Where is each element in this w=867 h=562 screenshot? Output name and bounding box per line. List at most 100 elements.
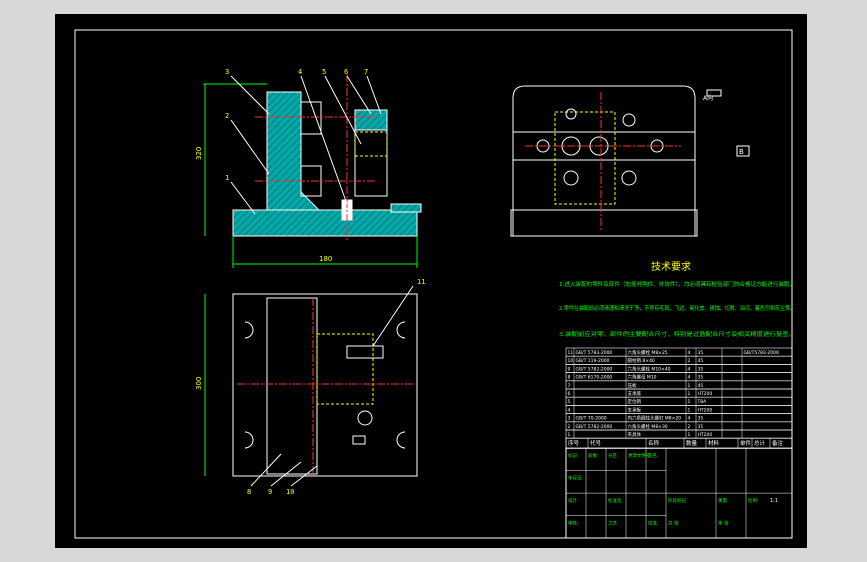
leader-5: [324, 75, 362, 145]
bom-header-cell: 单件: [740, 439, 752, 447]
view-tag-box-a: [706, 89, 722, 97]
bom-cell: GB/T 5783-2000: [576, 350, 613, 356]
bom-cell: GB/T 5782-2000: [576, 424, 613, 430]
bom-cell: 45: [698, 383, 704, 389]
bom-cell: 3: [568, 416, 571, 422]
clamp-plate: [354, 109, 388, 131]
bom-cell: HT200: [698, 432, 713, 438]
side-view: A向 B: [510, 85, 750, 237]
balloon-3: 3: [225, 68, 229, 76]
bom-cell: 35: [698, 366, 704, 372]
title-block-label: 第 张: [718, 520, 729, 527]
balloon-10: 10: [286, 488, 294, 496]
title-block-label: 设计: [568, 497, 577, 504]
bom-cell: 4: [568, 407, 571, 413]
bom-cell: 六角头螺栓 M8×25: [628, 349, 668, 356]
dim-width-front: 180: [319, 255, 332, 263]
tech-line-1: 1.进入装配的零件及部件（包括外购件、外协件），均必须具有检验部门的合格证方能进…: [559, 280, 795, 288]
bom-cell: GB/T 5782-2000: [576, 366, 613, 372]
bom-cell: T8A: [697, 399, 708, 405]
bom-cell: 45: [698, 358, 704, 364]
view-tag-a: A向: [703, 94, 713, 102]
title-block: 标记处数分区更改文件号签名年月日设计标准化审核工艺批准阶段标记重量比例共 张第 …: [565, 447, 793, 539]
balloon-6: 6: [344, 68, 348, 76]
bore-lower-right: [621, 170, 637, 186]
bom-row: [565, 388, 793, 398]
top-view: 300 11 8 9 10: [195, 278, 425, 496]
front-view: 320 180 3 2 1 4 5 6 7: [195, 68, 422, 268]
balloon-9: 9: [268, 488, 272, 496]
leader-11: [372, 285, 414, 347]
bom-cell: 内六角圆柱头螺钉 M8×20: [628, 415, 682, 422]
side-workpiece: [554, 111, 616, 205]
leader-1: [230, 181, 256, 215]
balloon-2: 2: [225, 112, 229, 120]
balloon-8: 8: [247, 488, 251, 496]
bom-cell: HT200: [698, 391, 713, 397]
bom-cell: 1: [568, 432, 571, 438]
leader-4: [300, 75, 348, 205]
side-body: [512, 85, 696, 237]
bom-cell: 1: [688, 432, 691, 438]
bom-cell: 1: [688, 391, 691, 397]
upright-wall: [266, 91, 321, 211]
drawing-sheet: 320 180 3 2 1 4 5 6 7 A向 B: [55, 14, 807, 548]
bom-cell: 11: [568, 350, 574, 356]
bom-cell: 圆柱销 8×40: [628, 357, 655, 364]
bom-cell: 1: [688, 399, 691, 405]
title-block-label: 重量: [718, 497, 727, 504]
tech-title: 技术要求: [651, 260, 691, 273]
top-workpiece: [316, 333, 374, 405]
bom-header-cell: 代号: [590, 439, 602, 447]
bom-cell: 10: [568, 358, 574, 364]
bom-row: [565, 429, 793, 439]
bom-cell: 2: [688, 424, 691, 430]
balloon-7: 7: [364, 68, 368, 76]
bom-cell: 定位销: [628, 398, 642, 405]
bom-header-cell: 序号: [568, 439, 580, 447]
bom-cell: 1: [688, 407, 691, 413]
bom-header-cell: 总计: [754, 439, 766, 447]
bore-upper-right: [622, 113, 636, 127]
bom-cell: 4: [688, 350, 691, 356]
view-tag-b: B: [739, 148, 744, 156]
workpiece-outline: [354, 131, 388, 157]
bom-cell: GB/T 6170-2000: [576, 375, 613, 381]
view-tag-box-b: [736, 145, 750, 157]
bom-cell: 35: [698, 375, 704, 381]
bom-cell: 4: [688, 416, 691, 422]
top-body: [232, 293, 418, 477]
side-band: [512, 131, 696, 161]
leader-2: [230, 119, 270, 175]
bom-cell: 9: [568, 366, 571, 372]
leader-3: [230, 75, 270, 115]
top-pin-hole: [357, 410, 373, 426]
title-block-label: 工艺: [608, 521, 617, 527]
bom-cell: 压板: [628, 382, 637, 389]
title-block-label: 年月日: [568, 475, 582, 482]
title-block-label: 标记: [568, 452, 577, 459]
cad-drawing: 320 180 3 2 1 4 5 6 7 A向 B: [74, 29, 795, 539]
bom-cell: 35: [698, 424, 704, 430]
leader-8: [250, 453, 282, 487]
bom-header-cell: 名称: [648, 439, 660, 447]
slot-bottom-left: [244, 431, 254, 449]
balloon-4: 4: [298, 68, 302, 76]
balloon-11: 11: [417, 278, 425, 286]
leader-6: [346, 75, 372, 115]
bore-center: [589, 136, 609, 156]
bom-row: [565, 396, 793, 406]
bom-cell: GB/T 119-2000: [576, 358, 610, 364]
balloon-5: 5: [322, 68, 326, 76]
bore-left: [561, 136, 581, 156]
dim-height-top: 300: [195, 377, 203, 390]
bom-cell: 4: [688, 375, 691, 381]
leader-9: [270, 461, 302, 487]
bom-cell: 夹具体: [628, 431, 642, 438]
slot-bottom-right: [396, 431, 406, 449]
title-block-label: 阶段标记: [668, 497, 686, 504]
bom-header-cell: 备注: [772, 439, 784, 447]
side-base: [510, 209, 698, 237]
bom-cell: 支承板: [628, 406, 642, 413]
